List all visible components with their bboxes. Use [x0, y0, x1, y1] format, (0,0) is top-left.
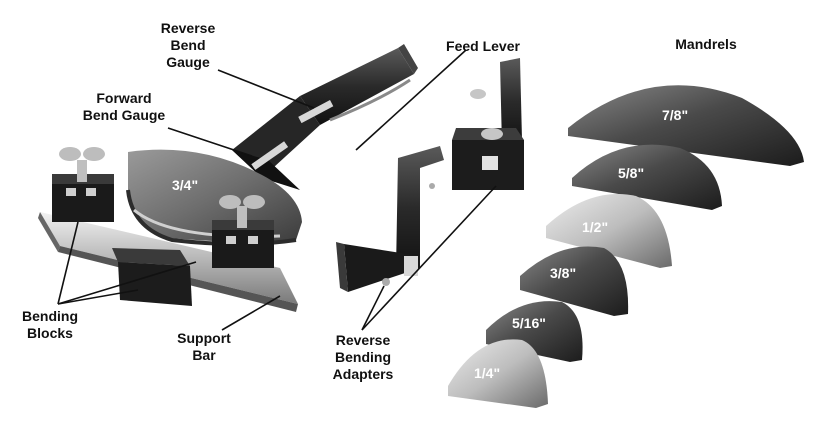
- mandrel-1-2-label: 1/2": [582, 219, 608, 235]
- mandrel-1-4-label: 1/4": [474, 365, 500, 381]
- callout-line: Gauge: [166, 54, 210, 70]
- reverse-bending-adapter-cube: [452, 58, 524, 190]
- callout-line: Reverse: [335, 332, 391, 348]
- mandrel-5-8: 5/8": [572, 144, 722, 210]
- callout-support-bar: Support Bar: [168, 330, 240, 364]
- callout-mandrels: Mandrels: [664, 36, 748, 53]
- callout-line: Blocks: [27, 325, 73, 341]
- leader-lines: [57, 49, 497, 331]
- callout-reverse-bending-adapters: Reverse Bending Adapters: [318, 332, 408, 383]
- callout-feed-lever: Feed Lever: [436, 38, 530, 55]
- mandrel-1-4: 1/4": [448, 339, 548, 408]
- reverse-bending-adapter-l: [336, 146, 444, 292]
- callout-bending-blocks: Bending Blocks: [14, 308, 86, 342]
- pivot-block: [112, 248, 192, 306]
- mandrel-5-8-label: 5/8": [618, 165, 644, 181]
- callout-forward-bend-gauge: Forward Bend Gauge: [68, 90, 180, 124]
- callout-line: Forward: [96, 90, 152, 106]
- callout-line: Mandrels: [675, 36, 737, 52]
- mandrel-5-16-label: 5/16": [512, 315, 546, 331]
- die-size-label: 3/4": [172, 177, 198, 193]
- mandrel-7-8: 7/8": [568, 85, 804, 166]
- bending-block-right: [212, 195, 274, 268]
- callout-reverse-bend-gauge: Reverse Bend Gauge: [148, 20, 228, 71]
- callout-line: Bending: [335, 349, 391, 365]
- mandrel-3-8: 3/8": [520, 246, 629, 316]
- callout-line: Bar: [192, 347, 216, 363]
- callout-line: Bend Gauge: [82, 107, 166, 123]
- callout-line: Feed Lever: [446, 38, 520, 54]
- mandrel-7-8-label: 7/8": [662, 107, 688, 123]
- callout-line: Support: [177, 330, 231, 346]
- bender-handle: [232, 44, 418, 190]
- callout-line: Reverse: [160, 20, 216, 36]
- callout-line: Adapters: [332, 366, 394, 382]
- callout-line: Bending: [22, 308, 78, 324]
- mandrel-1-2: 1/2": [546, 194, 672, 268]
- callout-line: Bend: [170, 37, 206, 53]
- bending-block-left: [52, 147, 114, 222]
- mandrel-3-8-label: 3/8": [550, 265, 576, 281]
